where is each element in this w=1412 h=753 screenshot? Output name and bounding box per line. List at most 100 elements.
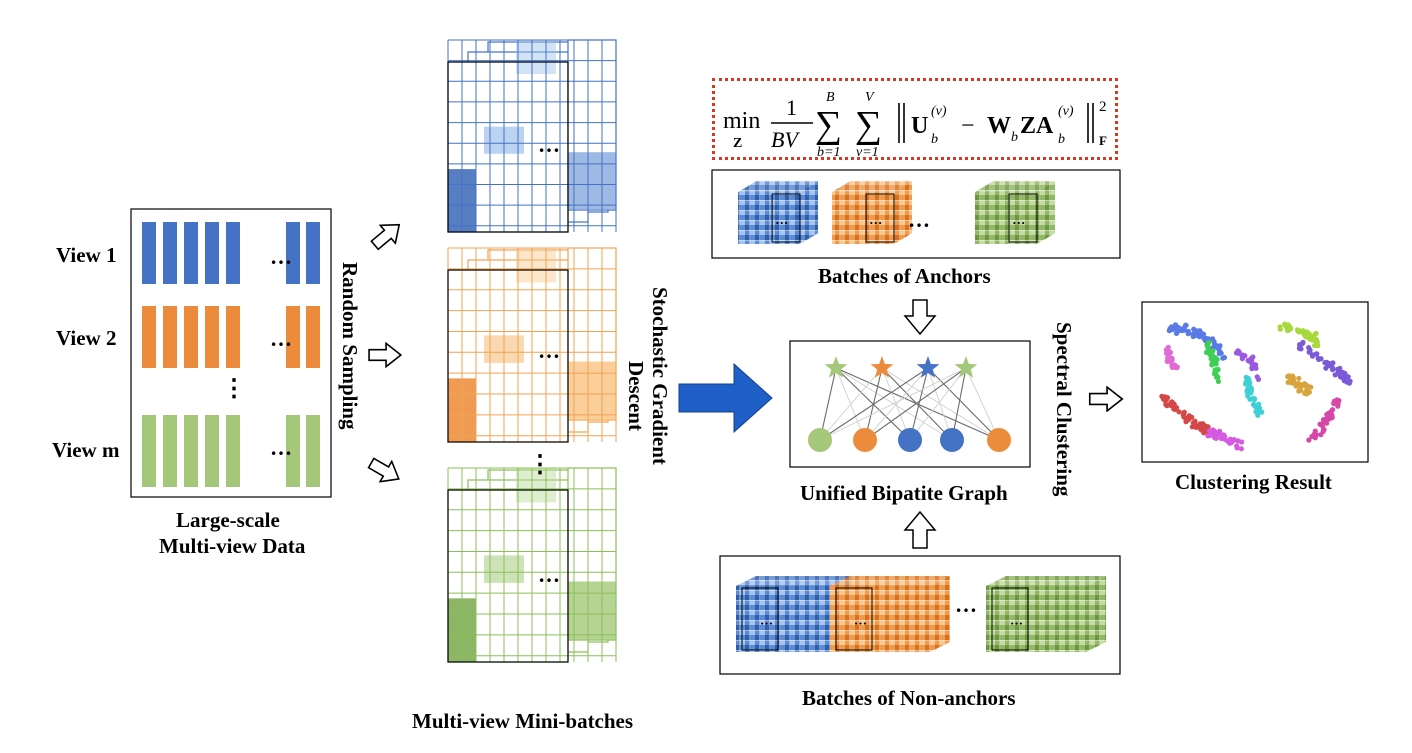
formula-ZA: ZA	[1020, 113, 1054, 139]
minibatches-caption: Multi-view Mini-batches	[412, 709, 634, 733]
sampling-arrow-up	[366, 214, 408, 256]
graph-anchor-star-1	[824, 356, 848, 378]
sgd-label-line1: Stochastic Gradient	[648, 287, 672, 465]
grid-green-grid-lines	[447, 467, 617, 662]
graph-edge-9	[881, 367, 953, 441]
svg-text:…: …	[1010, 612, 1023, 627]
nonanchor-cuboid-orange: …	[830, 576, 950, 652]
view-m-bar-4	[205, 415, 219, 487]
graph-edge-10	[881, 367, 1000, 441]
view-m-bar-3	[184, 415, 198, 487]
anchors-caption: Batches of Anchors	[818, 264, 991, 288]
sampling-arrow-down	[364, 452, 406, 490]
formula-W: W	[987, 113, 1011, 139]
formula-frac-den: BV	[771, 127, 800, 152]
formula-sum2-bottom: v=1	[856, 145, 879, 160]
view-2-bars	[142, 306, 320, 368]
graph-edge-20	[965, 367, 1000, 441]
anchor-cubes: … … …	[738, 181, 1055, 244]
bipartite-graph-nodes	[808, 356, 1011, 452]
graph-edge-19	[951, 367, 967, 441]
graph-edge-16	[819, 367, 967, 441]
graph-anchor-star-2	[870, 356, 894, 378]
graph-edge-14	[927, 367, 953, 441]
input-caption-line2: Multi-view Data	[159, 534, 306, 558]
graph-sample-node-1	[808, 428, 832, 452]
anchors-to-graph-arrow	[903, 299, 937, 336]
cluster-purple-left	[1233, 348, 1262, 382]
svg-text:…: …	[1012, 212, 1025, 227]
view-2-bar-2	[163, 306, 177, 368]
anchor-cube-orange: …	[832, 181, 912, 244]
nonanchors-to-graph-arrow	[903, 510, 937, 549]
view-1-bar-1	[142, 222, 156, 284]
clustering-scatter	[1159, 321, 1353, 452]
minibatch-grid-view-2	[447, 247, 617, 443]
sgd-label-line2: Descent	[624, 361, 648, 431]
cluster-magenta	[1205, 427, 1245, 452]
view-1-bar-2	[163, 222, 177, 284]
view-2-bar-4	[205, 306, 219, 368]
formula-min: min	[723, 108, 760, 134]
graph-anchor-star-4	[954, 356, 978, 378]
graph-edge-13	[909, 367, 929, 441]
view-2-bar-3	[184, 306, 198, 368]
svg-text:…: …	[869, 212, 882, 227]
view-1-label: View 1	[56, 243, 117, 267]
graph-sample-node-4	[940, 428, 964, 452]
graph-edge-11	[819, 367, 929, 441]
cluster-magenta-small	[1163, 344, 1180, 371]
spectral-clustering-label: Spectral Clustering	[1052, 322, 1076, 497]
nonanchor-cuboid-green: …	[986, 576, 1106, 652]
graph-edge-18	[909, 367, 967, 441]
cluster-green	[1203, 339, 1221, 385]
view-m-bar-6	[286, 415, 300, 487]
view-1-bar-6	[286, 222, 300, 284]
anchor-cube-green: …	[975, 181, 1055, 244]
minibatch-1-ellipsis: …	[538, 132, 560, 157]
minibatch-grid-view-m	[447, 467, 617, 663]
result-caption: Clustering Result	[1175, 470, 1332, 494]
graph-edge-15	[927, 367, 1000, 441]
view-m-bar-5	[226, 415, 240, 487]
view-2-bar-5	[226, 306, 240, 368]
formula-norm-sup: 2	[1099, 99, 1107, 115]
formula-W-sub: b	[1011, 130, 1018, 145]
minibatch-m-ellipsis: …	[538, 562, 560, 587]
formula-A-sup: (v)	[1058, 104, 1074, 119]
minibatch-2-ellipsis: …	[538, 338, 560, 363]
graph-sample-node-5	[987, 428, 1011, 452]
graph-sample-node-2	[853, 428, 877, 452]
graph-edge-1	[819, 367, 837, 441]
view-m-bar-1	[142, 415, 156, 487]
graph-caption: Unified Bipatite Graph	[800, 481, 1008, 505]
input-caption-line1: Large-scale	[176, 508, 280, 532]
anchor-cube-blue: …	[738, 181, 818, 244]
view-2-bar-7	[306, 306, 320, 368]
cluster-violet	[1296, 339, 1353, 386]
formula-A-sub: b	[1058, 132, 1065, 147]
anchors-ellipsis: …	[908, 207, 930, 232]
view-1-bar-3	[184, 222, 198, 284]
formula-U-sup: (v)	[931, 104, 947, 119]
bipartite-graph-edges	[819, 367, 1000, 441]
random-sampling-label: Random Sampling	[338, 262, 362, 430]
objective-formula: min Z 1 BV B ∑ b=1 V ∑ v=1 U (v) b − W b…	[712, 78, 1118, 160]
svg-text:…: …	[775, 212, 788, 227]
grid-orange-page-3	[447, 269, 569, 443]
formula-U-sub: b	[931, 132, 938, 147]
nonanchors-ellipsis: …	[955, 592, 977, 617]
grid-blue-back-panel	[516, 39, 617, 211]
view-m-label: View m	[52, 438, 120, 462]
view-2-bar-6	[286, 306, 300, 368]
formula-min-sub: Z	[733, 136, 742, 151]
view-1-bar-5	[226, 222, 240, 284]
svg-text:…: …	[854, 612, 867, 627]
sampling-arrow-middle	[368, 342, 402, 368]
formula-sum1-top: B	[826, 90, 835, 105]
view-m-bar-7	[306, 415, 320, 487]
cluster-orange	[1285, 373, 1314, 397]
cluster-pink	[1306, 397, 1342, 443]
graph-anchor-star-3	[916, 356, 940, 378]
